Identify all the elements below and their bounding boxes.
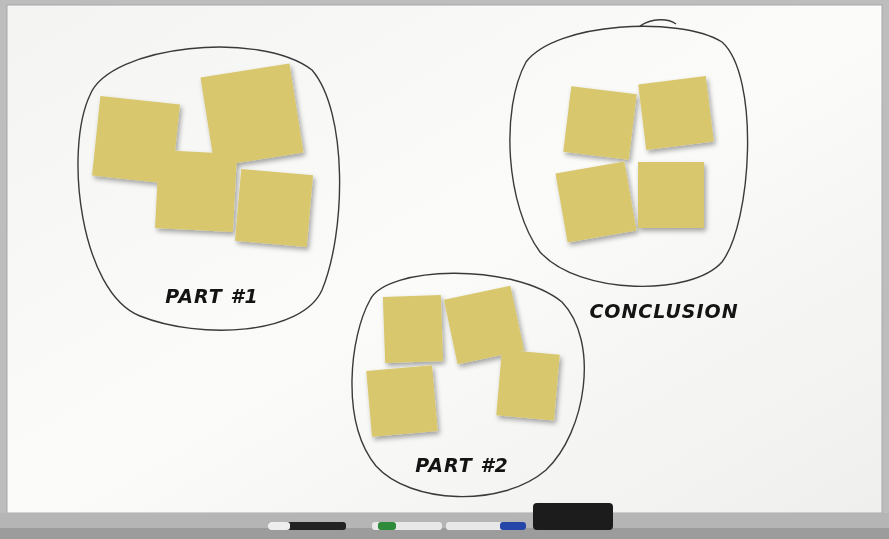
sticky-notes [92,64,714,437]
group-label: CONCLUSION [589,300,738,322]
sticky-note [366,365,438,437]
green-marker-cap [378,522,396,530]
sticky-note [155,150,237,232]
group-label: PART #1 [165,285,259,307]
blob-outline [500,15,765,335]
black-marker-cap [268,522,290,530]
board-surface [7,5,882,513]
blue-marker-cap [500,522,526,530]
group-label-wrap: PART #1 [165,286,259,307]
marker-tray [0,513,889,539]
grouping-blob: PART #2 [340,265,595,510]
sticky-note [201,64,304,167]
blob-outline-path [352,273,584,496]
sticky-note [235,169,313,247]
group-label: PART #2 [415,454,509,476]
grouping-blob: PART #1 [60,35,350,345]
blob-outline-path [510,20,748,287]
sticky-note [496,350,560,421]
green-marker [372,522,442,530]
sticky-note [555,161,636,242]
sticky-note [563,86,637,160]
black-marker [268,522,346,530]
sticky-note [383,295,443,363]
grouping-blob: CONCLUSION [500,15,765,335]
tray-lip [0,528,889,539]
group-label-wrap: CONCLUSION [589,301,738,322]
blob-outline-path [78,47,340,330]
sticky-note [638,162,704,228]
group-label-wrap: PART #2 [415,455,509,476]
blue-marker [446,522,526,530]
eraser [533,503,613,530]
sticky-note [638,76,714,150]
